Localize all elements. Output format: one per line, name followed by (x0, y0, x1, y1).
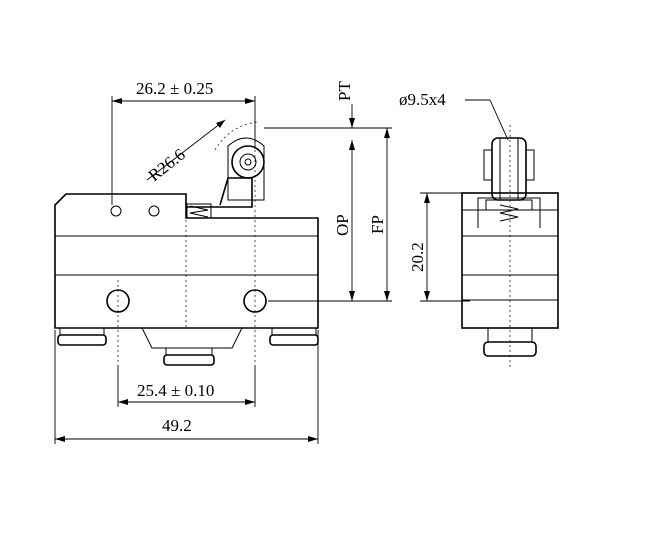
side-roller (491, 137, 527, 201)
plunger-housing (186, 203, 212, 219)
dim-lever-radius: R26.6 (145, 119, 226, 185)
label-roller-size: ø9.5x4 (399, 90, 446, 109)
screw-left (110, 205, 122, 217)
side-lever-plate (485, 199, 533, 211)
side-actuator-block (477, 197, 541, 228)
label-side-height: 20.2 (408, 242, 427, 272)
screw-right (148, 205, 160, 217)
dim-overall-width: 49.2 (54, 330, 319, 444)
label-pretravel: PT (335, 81, 354, 101)
front-view (54, 120, 319, 366)
spring (189, 205, 209, 218)
dim-roller-offset: 26.2 ± 0.25 (111, 79, 256, 205)
dim-free-position: FP (368, 128, 390, 301)
roller-bracket (227, 137, 265, 201)
dim-pretravel: PT (335, 81, 355, 128)
side-view (461, 125, 559, 370)
label-lever-radius: R26.6 (145, 145, 189, 185)
roller-inner (239, 153, 257, 171)
label-roller-offset: 26.2 ± 0.25 (136, 79, 213, 98)
dim-operating-position: OP (333, 140, 355, 301)
dim-roller-size: ø9.5x4 (399, 90, 509, 141)
dim-mounting-holes: 25.4 ± 0.10 (117, 365, 256, 407)
terminal-left (57, 327, 107, 346)
side-spring (499, 204, 519, 222)
bottom-boss (141, 327, 243, 349)
label-mounting-holes: 25.4 ± 0.10 (137, 381, 214, 400)
terminal-center (163, 347, 215, 366)
label-operating-position: OP (333, 214, 352, 236)
side-axle-left (483, 149, 493, 181)
roller-outer (231, 145, 265, 179)
label-overall-width: 49.2 (162, 416, 192, 435)
lever-arm (186, 177, 253, 208)
side-axle-right (525, 149, 535, 181)
side-terminal (483, 341, 537, 357)
label-free-position: FP (368, 215, 387, 234)
dim-side-height: 20.2 (408, 192, 470, 302)
roller-axle (244, 158, 252, 166)
terminal-right (269, 327, 319, 346)
radius-arc (214, 121, 259, 151)
